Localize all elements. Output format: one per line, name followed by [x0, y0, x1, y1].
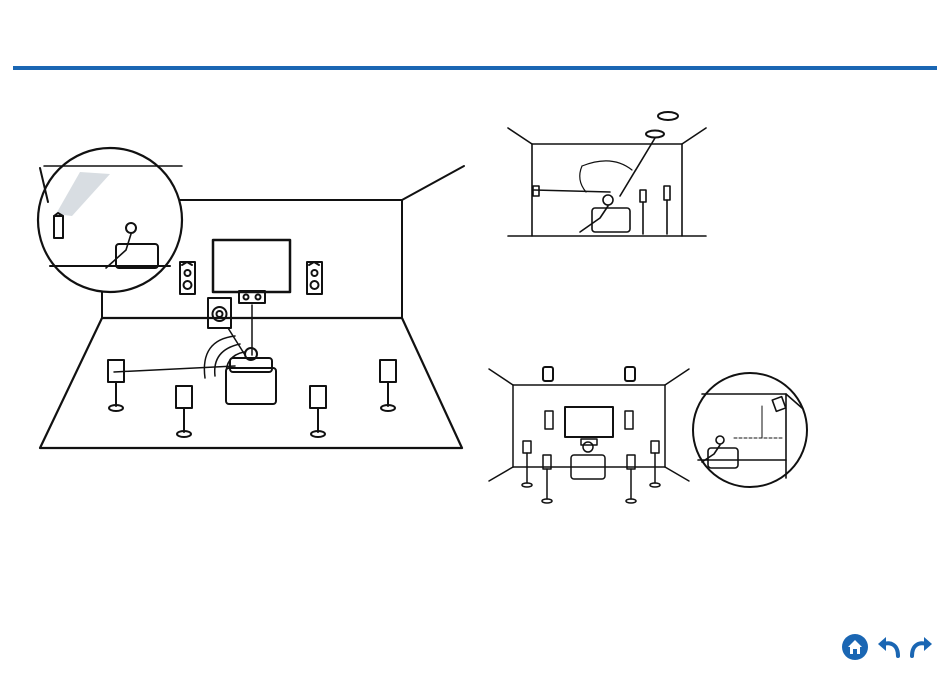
ceiling-speaker-2 [646, 131, 664, 138]
ceiling-speaker-side-view-figure [500, 100, 715, 245]
header-rule [13, 66, 937, 70]
front-left-speaker [180, 262, 195, 294]
ceiling-speaker-1 [658, 112, 678, 120]
height-speaker-full-layout-figure [485, 355, 695, 505]
forward-button[interactable] [906, 632, 936, 662]
surround-right-speaker [380, 360, 396, 411]
surround-back-right-speaker [310, 386, 326, 437]
back-arrow-icon [874, 632, 904, 662]
front-right-speaker [307, 262, 322, 294]
surround-back-left-speaker [176, 386, 192, 437]
height-speaker-zoom-view-figure [690, 370, 810, 490]
tv [213, 240, 290, 292]
magnifier-inset [38, 148, 182, 292]
height-left-speaker [543, 367, 553, 381]
surround-speaker-layout-figure [30, 140, 470, 460]
height-right-speaker [625, 367, 635, 381]
subwoofer [208, 298, 231, 328]
home-button[interactable] [840, 632, 870, 662]
back-button[interactable] [874, 632, 904, 662]
surround-left-speaker [108, 360, 124, 411]
home-icon [840, 632, 870, 662]
forward-arrow-icon [906, 632, 936, 662]
room-floor [40, 318, 462, 448]
tv-mini [565, 407, 613, 437]
front-speaker-mini [533, 186, 539, 196]
